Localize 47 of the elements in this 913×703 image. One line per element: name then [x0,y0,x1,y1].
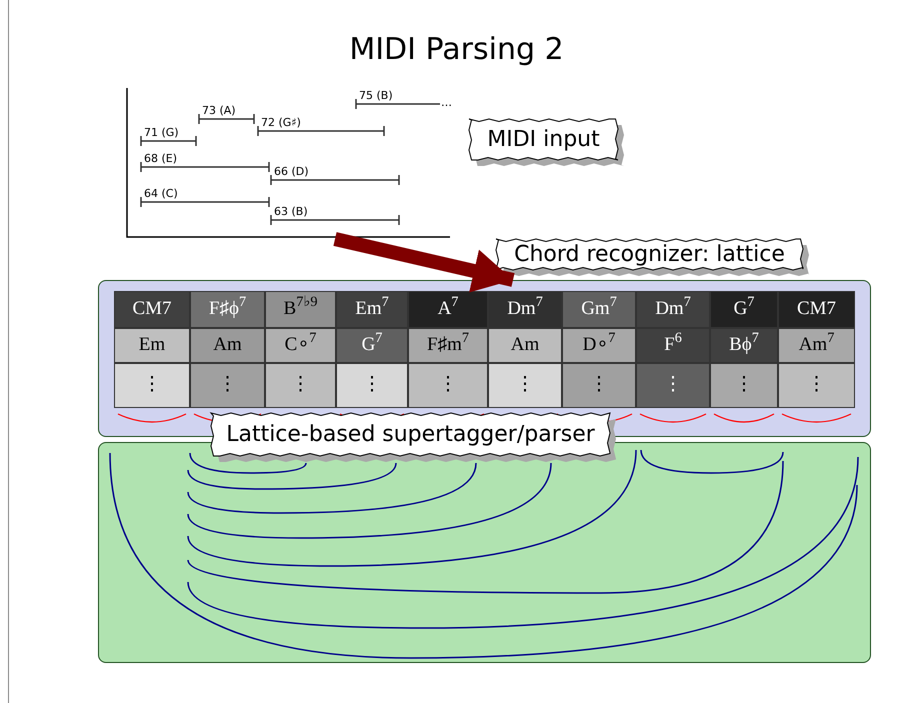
chord-cell: ⋮ [408,363,488,408]
chord-cell: A$^{7}$ [408,291,488,328]
chord-cell: C∘$^{7}$ [265,328,336,363]
callout-box [493,236,811,278]
arrow [333,232,515,292]
note-label: 63 (B) [274,205,308,218]
callout-box [466,116,626,168]
chord-cell: Em [114,328,190,363]
chord-cell: Gm$^{7}$ [562,291,636,328]
chord-cell: F♯m$^{7}$ [408,328,488,363]
note-label: 72 (G♯) [261,116,301,129]
chord-cell: ⋮ [336,363,408,408]
callout-text: MIDI input [487,126,600,154]
callout-text: Lattice-based supertagger/parser [226,421,595,449]
note-label: 66 (D) [274,165,309,178]
note-label: 73 (A) [202,104,236,117]
chord-cell: ⋮ [114,363,190,408]
callout-text: Chord recognizer: lattice [514,241,785,269]
continuation-mark: … [441,96,452,109]
chord-cell: D∘$^{7}$ [562,328,636,363]
chord-cell: Dm$^{7}$ [636,291,710,328]
chord-cell: Am [488,328,562,363]
callout-box [208,410,618,464]
chord-cell: B$^{7♭9}$ [265,291,336,328]
note-label: 75 (B) [359,89,393,102]
note-label: 71 (G) [144,126,179,139]
note-label: 64 (C) [144,187,178,200]
chord-cell: Bϕ$^{7}$ [710,328,778,363]
chord-cell: Dm$^{7}$ [488,291,562,328]
chord-cell: G$^{7}$ [336,328,408,363]
chord-cell: Am [190,328,265,363]
chord-cell: ⋮ [265,363,336,408]
chord-cell: ⋮ [488,363,562,408]
chord-cell: ⋮ [778,363,855,408]
chord-cell: F♯ϕ$^{7}$ [190,291,265,328]
chord-cell: CM7 [778,291,855,328]
chord-cell: CM7 [114,291,190,328]
chord-cell: ⋮ [190,363,265,408]
chord-cell: Am$^{7}$ [778,328,855,363]
chord-cell: ⋮ [710,363,778,408]
chord-cell: F$^{6}$ [636,328,710,363]
chord-cell: G$^{7}$ [710,291,778,328]
slide-title: MIDI Parsing 2 [348,31,565,69]
chord-cell: Em$^{7}$ [336,291,408,328]
note-label: 68 (E) [144,152,178,165]
chord-cell: ⋮ [562,363,636,408]
chord-cell: ⋮ [636,363,710,408]
